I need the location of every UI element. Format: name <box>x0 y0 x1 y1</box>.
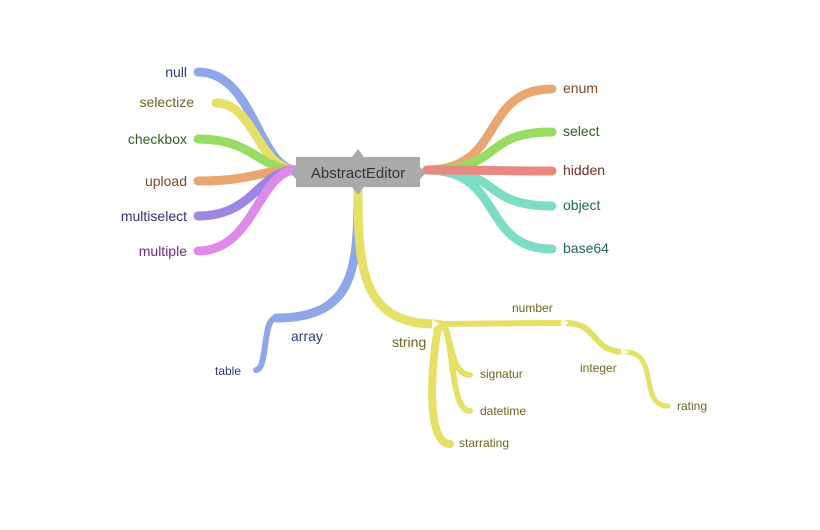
branch-number <box>432 320 568 327</box>
node-select[interactable]: select <box>563 123 600 139</box>
branch-string <box>353 185 440 329</box>
node-object[interactable]: object <box>563 197 600 213</box>
node-rating[interactable]: rating <box>677 399 707 413</box>
branch-multiple <box>193 165 302 256</box>
junction-arrow-string <box>432 319 440 329</box>
root-node[interactable]: AbstractEditor <box>290 149 426 195</box>
root-node-box <box>290 149 426 195</box>
branch-starrating <box>428 320 454 448</box>
node-integer[interactable]: integer <box>580 361 617 375</box>
node-datetime[interactable]: datetime <box>480 404 526 418</box>
branch-checkbox <box>193 134 302 175</box>
root-node-label: AbstractEditor <box>311 165 405 182</box>
node-upload[interactable]: upload <box>145 173 187 189</box>
node-selectize[interactable]: selectize <box>140 94 195 110</box>
branch-hidden <box>422 165 557 176</box>
node-base64[interactable]: base64 <box>563 240 609 256</box>
branch-array <box>271 185 363 323</box>
node-multiselect[interactable]: multiselect <box>121 208 187 224</box>
junction-arrow-number <box>561 318 569 328</box>
node-signatur[interactable]: signatur <box>480 367 523 381</box>
node-hidden[interactable]: hidden <box>563 162 605 178</box>
node-array[interactable]: array <box>291 328 323 344</box>
branch-integer <box>562 320 628 355</box>
branch-table <box>253 315 279 373</box>
node-number[interactable]: number <box>512 301 553 315</box>
node-checkbox[interactable]: checkbox <box>128 131 187 147</box>
node-enum[interactable]: enum <box>563 80 598 96</box>
node-multiple[interactable]: multiple <box>139 243 187 259</box>
node-null[interactable]: null <box>165 64 187 80</box>
branch-rating <box>622 349 671 409</box>
node-table[interactable]: table <box>215 364 241 378</box>
node-string[interactable]: string <box>392 334 426 350</box>
node-starrating[interactable]: starrating <box>459 436 509 450</box>
branch-datetime <box>437 321 473 414</box>
junction-arrow-integer <box>621 347 629 357</box>
